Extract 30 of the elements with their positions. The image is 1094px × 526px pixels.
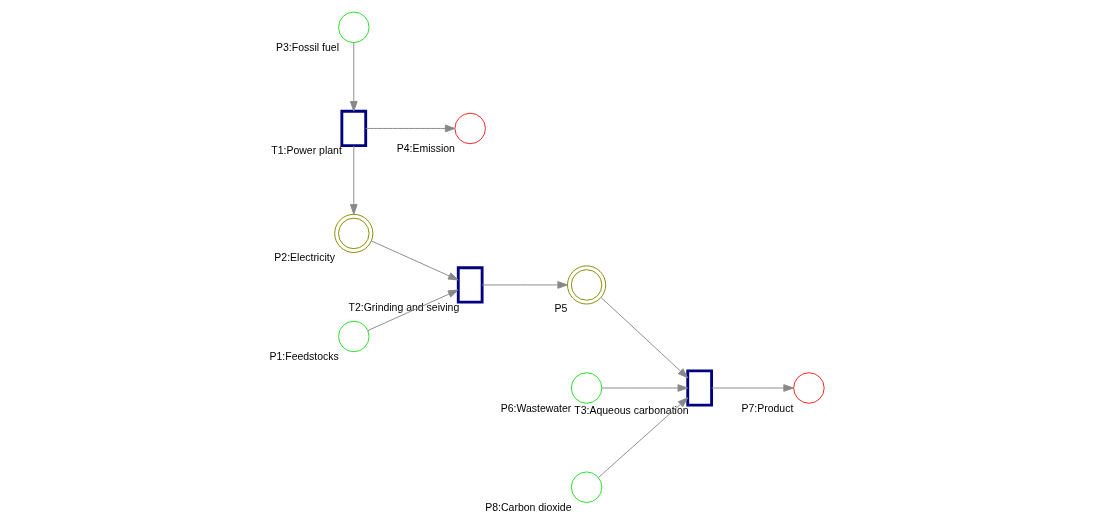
node-label: P7:Product xyxy=(741,402,794,414)
node-circle xyxy=(793,372,825,404)
node-label: P5 xyxy=(554,303,568,315)
node-label: T2:Grinding and seiving xyxy=(348,301,460,313)
node-circle xyxy=(570,372,603,404)
node-box xyxy=(456,266,484,304)
arrow xyxy=(600,297,689,379)
node-box xyxy=(686,369,713,407)
arrow xyxy=(349,145,358,215)
arrow xyxy=(601,384,688,392)
node-label: T3:Aqueous carbonation xyxy=(574,404,689,416)
node-label: P4:Emission xyxy=(396,143,455,155)
node-circle xyxy=(338,11,370,44)
arrow xyxy=(598,397,689,478)
node-circle xyxy=(570,471,603,503)
node-label: T1:Power plant xyxy=(271,145,342,157)
node-circle xyxy=(454,112,486,145)
node-label: P2:Electricity xyxy=(274,251,335,263)
arrow xyxy=(365,124,456,133)
node-label: P3:Fossil fuel xyxy=(276,41,339,53)
arrow xyxy=(711,384,794,392)
node-circle xyxy=(338,320,370,353)
arrow xyxy=(370,240,459,281)
node-label: P6:Wastewater xyxy=(500,402,572,414)
node-label: P8:Carbon dioxide xyxy=(485,501,572,513)
node-label: P1:Feedstocks xyxy=(269,351,339,363)
arrow xyxy=(349,42,358,112)
arrow xyxy=(367,289,459,332)
arrow xyxy=(481,281,568,289)
node-box xyxy=(340,109,368,148)
